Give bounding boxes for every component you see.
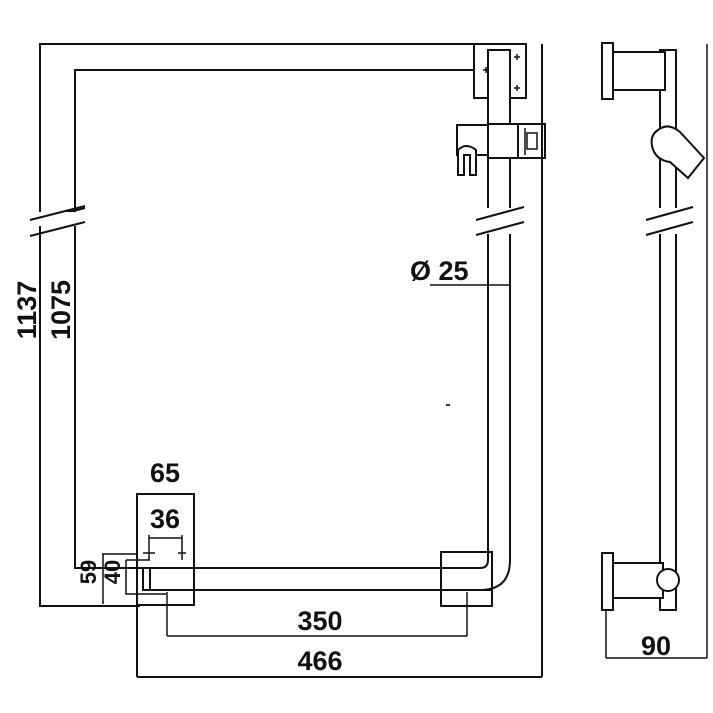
dim-90-line (605, 44, 708, 659)
label-overall-height: 1137 (12, 281, 42, 340)
label-diameter: Ø 25 (410, 256, 469, 286)
label-bracket-width: 65 (150, 458, 180, 488)
label-hole-height: 40 (100, 560, 125, 584)
label-hole-distance: 350 (297, 606, 342, 636)
side-view (601, 42, 706, 611)
break-marks-bar (475, 206, 526, 236)
bracket-hole-dim (102, 535, 186, 604)
grab-bar (142, 49, 511, 591)
break-marks-left (29, 205, 86, 237)
dim-350-line (166, 592, 468, 637)
dim-1137-frame (39, 43, 527, 607)
label-inner-height: 1075 (46, 280, 76, 340)
stray-mark (446, 404, 450, 406)
bar-end-cap (142, 567, 151, 591)
label-hole-spacing: 36 (150, 504, 180, 534)
dim-466-line (136, 44, 543, 678)
label-overall-width: 466 (297, 646, 342, 676)
bottom-left-bracket (136, 493, 195, 606)
dim-1075-frame (74, 69, 484, 569)
label-bracket-height: 59 (76, 560, 101, 584)
shower-head-holder (456, 123, 546, 176)
bracket-screw-marks (483, 54, 520, 91)
label-projection: 90 (641, 631, 671, 661)
